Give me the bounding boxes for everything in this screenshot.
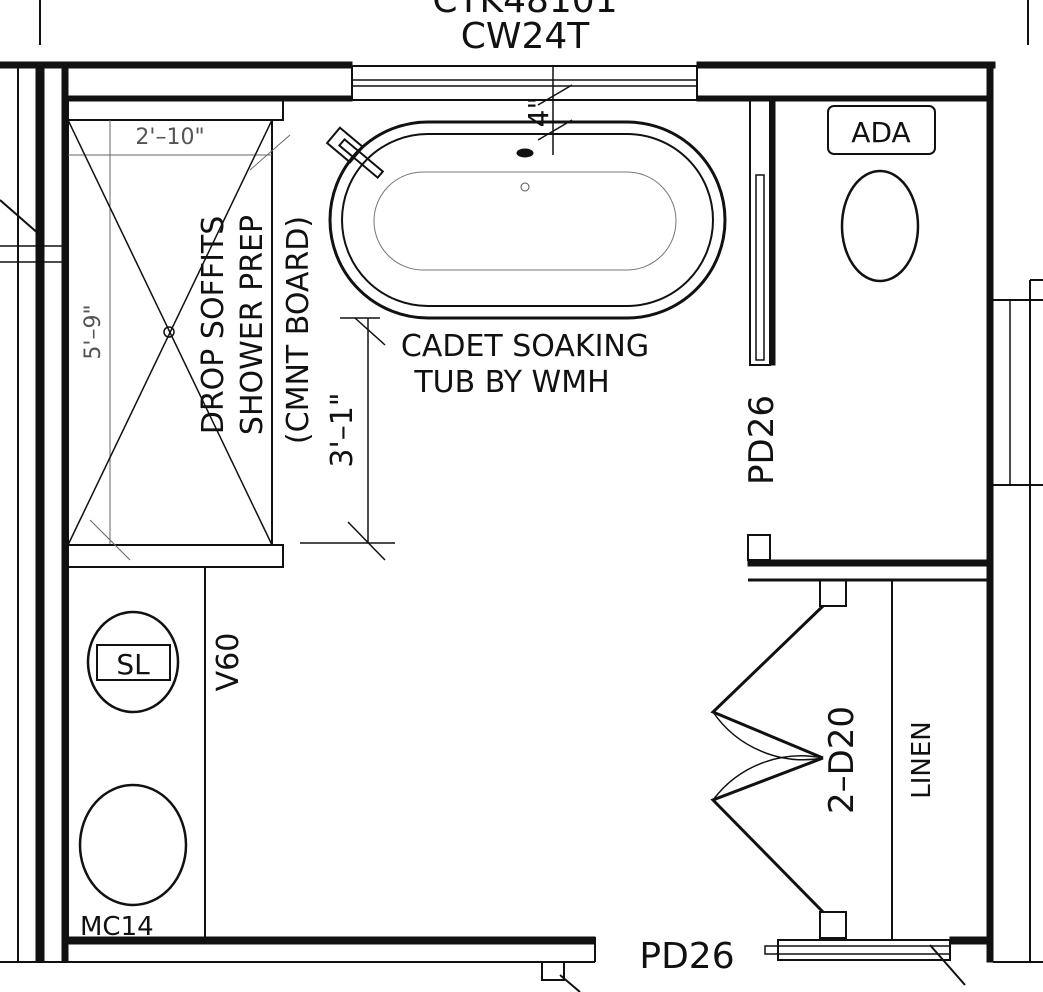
- tub-note-1: CADET SOAKING: [401, 329, 649, 364]
- toilet-tag: ADA: [851, 116, 910, 149]
- shower-note-1: DROP SOFFITS: [196, 216, 231, 435]
- soaking-tub: [300, 65, 727, 561]
- linen-closet: [710, 579, 893, 940]
- cabinet-label-partial: CTK48101: [432, 0, 617, 21]
- sink-tag: SL: [116, 648, 150, 681]
- shower-length-dim: 5'–9": [81, 304, 106, 359]
- tub-clearance-dim: 4": [522, 97, 555, 128]
- tub-note-2: TUB BY WMH: [413, 365, 609, 400]
- tub-dim: 3'–1": [325, 392, 360, 467]
- cabinet-bottom-tag: MC14: [80, 912, 154, 942]
- closet-tag: LINEN: [907, 721, 937, 798]
- toilet: [827, 105, 936, 283]
- vanity: [67, 566, 206, 941]
- closet-door-tag: 2–D20: [822, 706, 862, 814]
- shower-note-2: SHOWER PREP: [235, 215, 270, 435]
- shower-width-dim: 2'–10": [135, 125, 204, 150]
- shower-note-3: (CMNT BOARD): [281, 216, 316, 444]
- pocket-door-lower: [764, 939, 966, 986]
- shower: [67, 99, 291, 568]
- vanity-tag: V60: [211, 633, 246, 692]
- door-upper-tag: PD26: [742, 395, 782, 485]
- door-lower-tag: PD26: [639, 936, 734, 977]
- pocket-door-upper: [749, 99, 771, 366]
- cabinet-label: CW24T: [461, 16, 591, 57]
